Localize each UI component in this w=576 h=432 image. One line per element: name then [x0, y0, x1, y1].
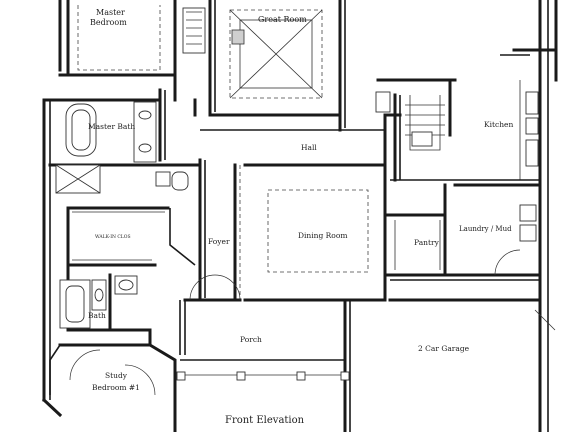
label-laundry-mud: Laundry / Mud [459, 225, 512, 233]
label-hall: Hall [301, 143, 317, 152]
label-study-line2: Bedroom #1 [92, 383, 140, 392]
study-room [49, 342, 177, 432]
master-bath [48, 88, 202, 194]
garage-walls [343, 298, 556, 432]
label-great-room: Great Room [258, 15, 307, 24]
label-porch: Porch [240, 335, 262, 344]
label-master-bedroom-line1: Master [96, 8, 125, 17]
label-garage: 2 Car Garage [418, 344, 470, 353]
kitchen-walls [375, 80, 540, 182]
label-bath: Bath [88, 311, 106, 320]
label-dining-room: Dining Room [298, 231, 347, 240]
label-foyer: Foyer [208, 237, 230, 246]
exterior-walls [41, 0, 558, 432]
closet-and-bath [59, 206, 196, 347]
porch [176, 359, 350, 381]
label-master-bedroom-line2: Bedroom [90, 18, 127, 27]
label-study-line1: Study [105, 371, 128, 380]
label-pantry: Pantry [414, 238, 440, 247]
pantry-laundry [383, 183, 542, 281]
label-front-elevation: Front Elevation [225, 415, 305, 426]
label-walk-closet: WALK-IN CLOS [95, 234, 131, 240]
label-kitchen: Kitchen [484, 120, 513, 129]
label-master-bath: Master Bath [88, 122, 135, 131]
central-walls [179, 113, 387, 355]
great-room-walls [77, 0, 346, 132]
room-labels: Master Bedroom Great Room Master Bath Ki… [88, 8, 513, 426]
